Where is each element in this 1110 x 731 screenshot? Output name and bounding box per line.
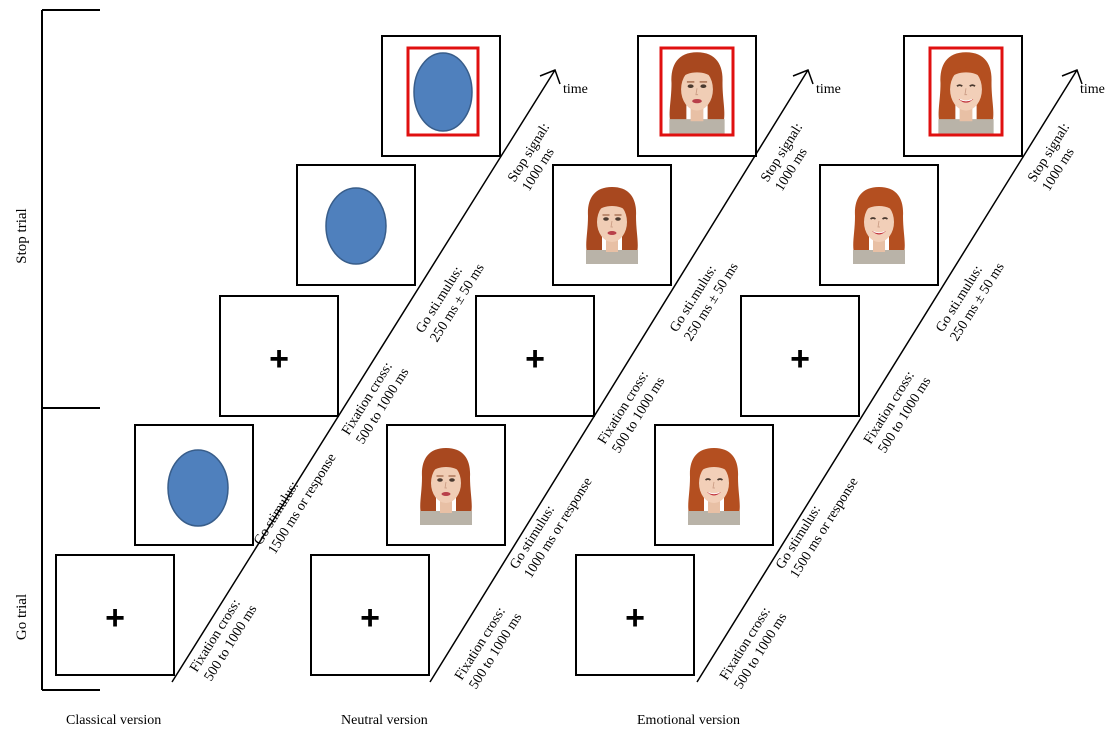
go-oval-stimulus [167,449,229,527]
stop-go-stimulus-duration: Go sti.mulus: 250 ms ± 50 ms [933,260,1007,344]
stop-signal-panel [637,35,757,157]
time-arrow [429,69,814,683]
stop-trial-label: Stop trial [14,208,30,263]
go-stimulus-panel [134,424,254,546]
stop-go-stimulus-duration: Go sti.mulus: 250 ms ± 50 ms [667,260,741,344]
stop-go-stimulus-panel [819,164,939,286]
go-fixation-panel: + [310,554,430,676]
stop-fixation-panel: + [740,295,860,417]
time-label: time [816,82,841,97]
go-trial-label: Go trial [14,594,30,640]
time-label: time [1080,82,1105,97]
go-stimulus-duration: Go stimulus: 1500 ms or response [251,451,339,557]
fixation-cross: + [105,599,125,637]
emotional-version-label: Emotional version [637,713,740,728]
go-oval-stimulus [325,187,387,265]
stop-signal-red-frame [406,46,480,137]
neutral-version-label: Neutral version [341,713,428,728]
time-arrow [696,69,1083,683]
fixation-cross: + [625,599,645,637]
stop-signal-duration: Stop signal: 1000 ms [758,121,810,194]
go-fixation-panel: + [55,554,175,676]
neutral-face-image [416,445,476,525]
neutral-face-image [582,184,642,264]
go-stimulus-panel [654,424,774,546]
neutral-face-image [664,49,730,134]
go-fixation-duration: Fixation cross: 500 to 1000 ms [717,605,790,692]
stop-fixation-panel: + [219,295,339,417]
stop-signal-duration: Stop signal: 1000 ms [1025,121,1077,194]
go-stimulus-panel [386,424,506,546]
happy-face-image [849,184,909,264]
happy-face-image [684,445,744,525]
classical-version: time + + Fixation cross: 500 to 1000 ms [55,35,588,684]
go-fixation-duration: Fixation cross: 500 to 1000 ms [452,605,525,692]
fixation-cross: + [525,340,545,378]
stop-go-stimulus-panel [552,164,672,286]
stop-fixation-duration: Fixation cross: 500 to 1000 ms [861,369,934,456]
go-fixation-panel: + [575,554,695,676]
time-arrow [171,69,561,683]
stop-fixation-panel: + [475,295,595,417]
go-stimulus-duration: Go stimulus: 1500 ms or response [773,475,861,581]
classical-version-label: Classical version [66,713,161,728]
fixation-cross: + [790,340,810,378]
happy-face-image [933,49,999,134]
time-label: time [563,82,588,97]
stop-signal-panel [381,35,501,157]
stop-go-stimulus-panel [296,164,416,286]
stop-signal-red-frame [659,46,735,137]
trial-bracket [41,9,100,691]
fixation-cross: + [360,599,380,637]
stop-signal-red-frame [928,46,1004,137]
stop-signal-panel [903,35,1023,157]
go-oval-stimulus [413,52,473,132]
fixation-cross: + [269,340,289,378]
